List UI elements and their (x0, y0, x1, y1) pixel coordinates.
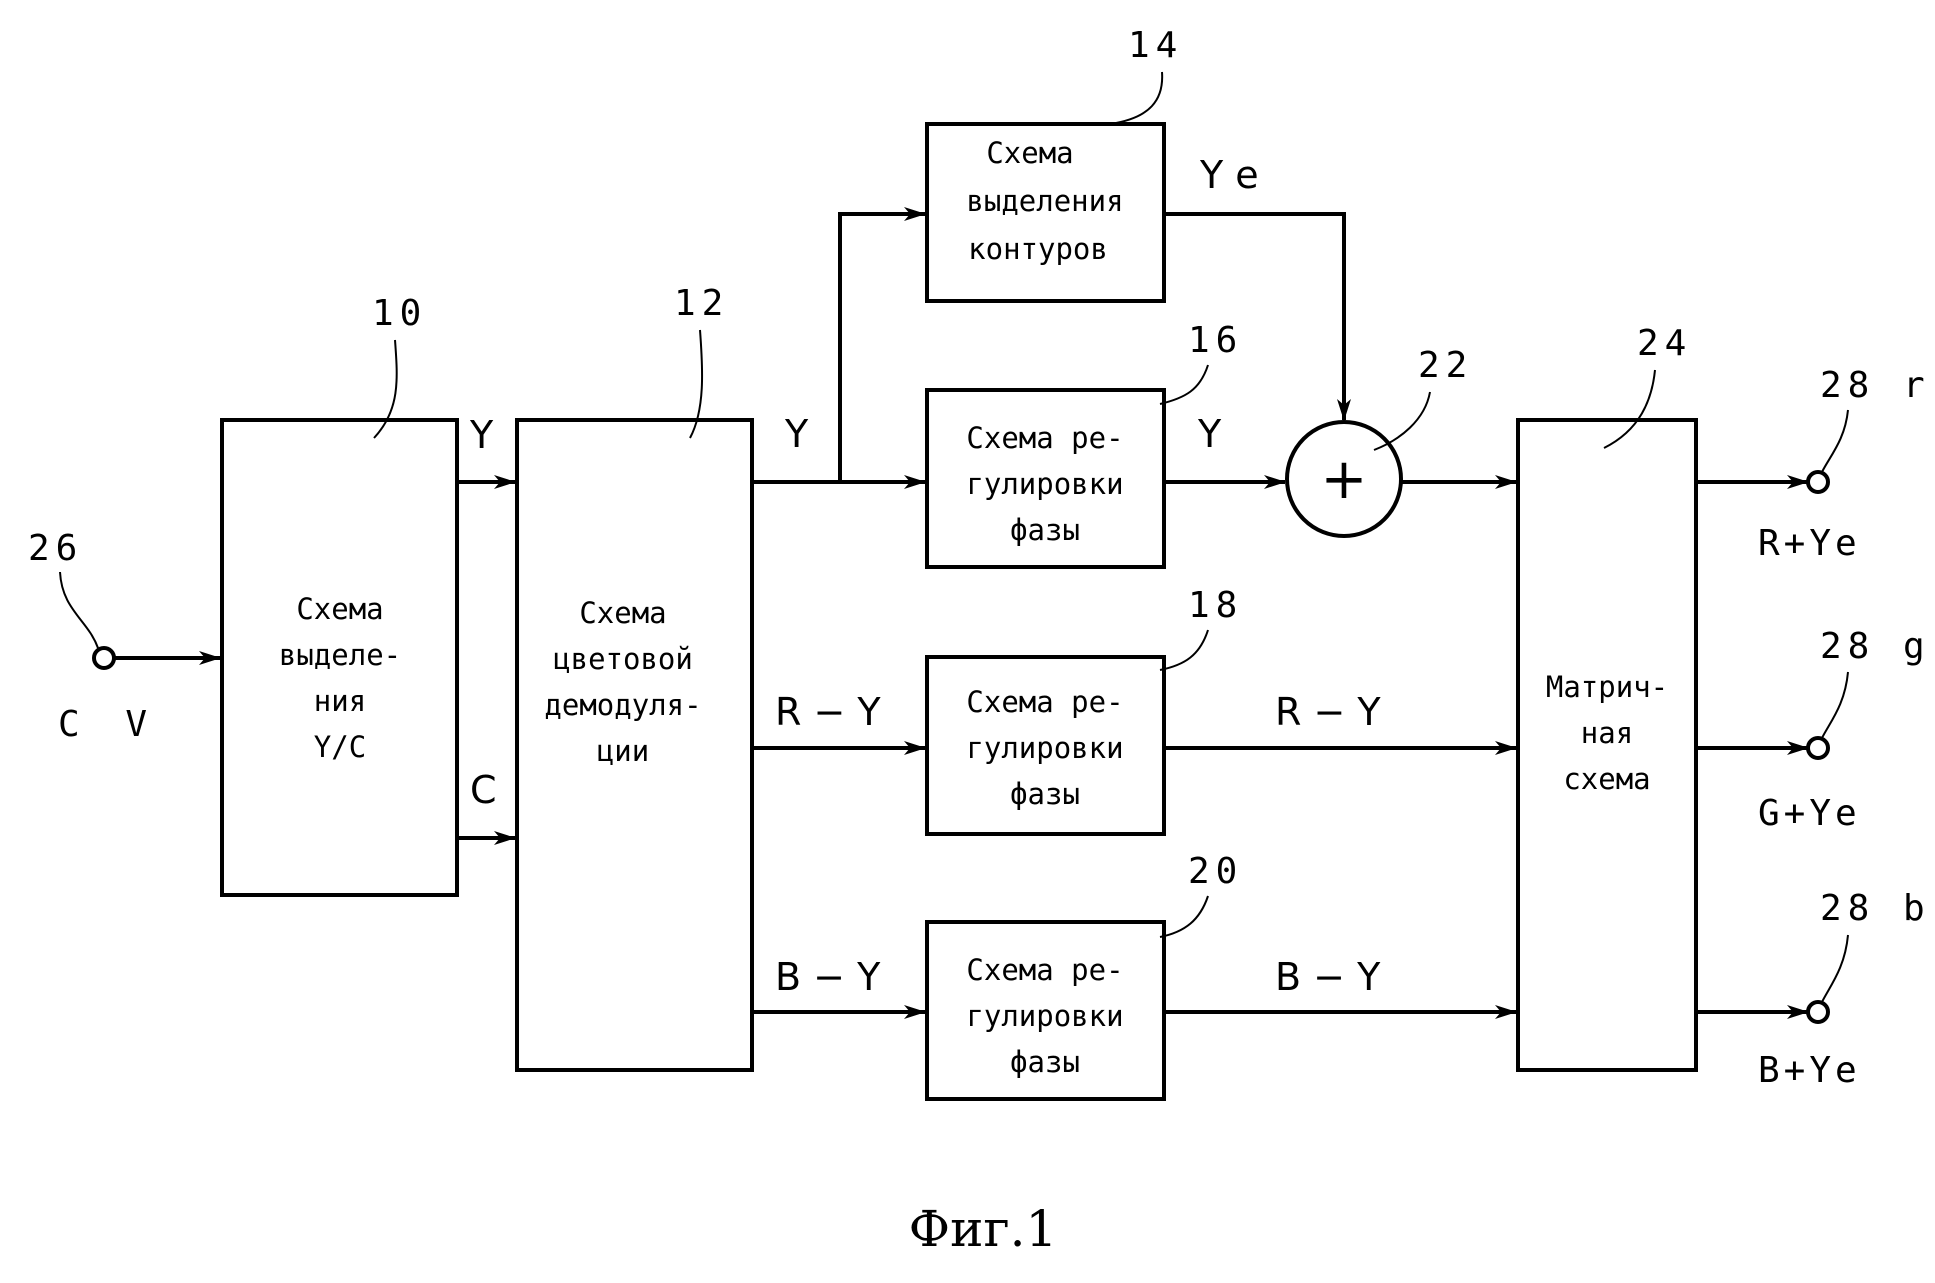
block-line: фазы (1010, 513, 1080, 547)
block-line: Схема (296, 592, 383, 626)
leader-28b (1822, 935, 1848, 1002)
ref-10: 10 (372, 293, 427, 334)
label-ry-in: R − Y (775, 690, 881, 734)
ref-16: 16 (1188, 320, 1243, 361)
block-line: контуров (968, 232, 1108, 266)
ref-28g: 28 g (1820, 626, 1931, 667)
leader-14 (1110, 72, 1162, 124)
block-line: Схема ре- (966, 953, 1123, 987)
output-terminal-r (1808, 472, 1828, 492)
leader-28r (1822, 410, 1848, 472)
label-y-sep: Y (469, 413, 494, 457)
adder-plus-symbol: + (1321, 447, 1368, 512)
leader-18 (1160, 630, 1208, 670)
output-terminal-g (1808, 738, 1828, 758)
label-c-sep: C (470, 768, 497, 812)
ref-20: 20 (1188, 851, 1243, 892)
block-line: гулировки (966, 731, 1123, 765)
leader-16 (1160, 365, 1208, 404)
label-by-in: B − Y (775, 955, 881, 999)
label-y-demod: Y (784, 412, 809, 456)
block-line: Схема ре- (966, 685, 1123, 719)
block-line: ная (1581, 716, 1633, 750)
block-line: Схема (579, 596, 666, 630)
block-line: Матрич- (1546, 670, 1668, 704)
label-ry-out: R − Y (1275, 690, 1381, 734)
block-line: гулировки (966, 467, 1123, 501)
ref-12: 12 (674, 283, 729, 324)
ref-24: 24 (1637, 323, 1692, 364)
ref-26: 26 (28, 528, 83, 569)
block-line: ния (314, 684, 366, 718)
block-line: гулировки (966, 999, 1123, 1033)
ye-wire (1164, 214, 1344, 420)
leader-28g (1822, 672, 1848, 738)
label-r-ye: R+Ye (1758, 523, 1861, 564)
block-line: цветовой (553, 642, 693, 676)
block-line: демодуля- (544, 688, 701, 722)
figure-caption: Фиг.1 (909, 1200, 1058, 1258)
ref-18: 18 (1188, 585, 1243, 626)
block-line: схема (1563, 762, 1650, 796)
output-terminal-b (1808, 1002, 1828, 1022)
ref-28r: 28 r (1820, 365, 1931, 406)
label-ye: Y e (1199, 153, 1259, 197)
leader-20 (1160, 896, 1208, 937)
label-g-ye: G+Ye (1758, 793, 1861, 834)
block-line: фазы (1010, 777, 1080, 811)
block-line: Схема ре- (966, 421, 1123, 455)
input-terminal (94, 648, 114, 668)
block-line: фазы (1010, 1045, 1080, 1079)
y-branch-wire (840, 214, 925, 482)
ref-28b: 28 b (1820, 888, 1931, 929)
leader-26 (60, 572, 98, 648)
block-line: Схема (986, 136, 1073, 170)
label-b-ye: B+Ye (1758, 1050, 1861, 1091)
label-by-out: B − Y (1275, 955, 1381, 999)
block-line: ции (597, 734, 649, 768)
ref-22: 22 (1418, 345, 1473, 386)
block-line: выделе- (279, 638, 401, 672)
block-line: выделения (966, 184, 1123, 218)
label-cv: C V (58, 704, 159, 745)
label-y-phase: Y (1197, 412, 1222, 456)
block-line: Y/C (314, 730, 366, 764)
ref-14: 14 (1128, 25, 1183, 66)
